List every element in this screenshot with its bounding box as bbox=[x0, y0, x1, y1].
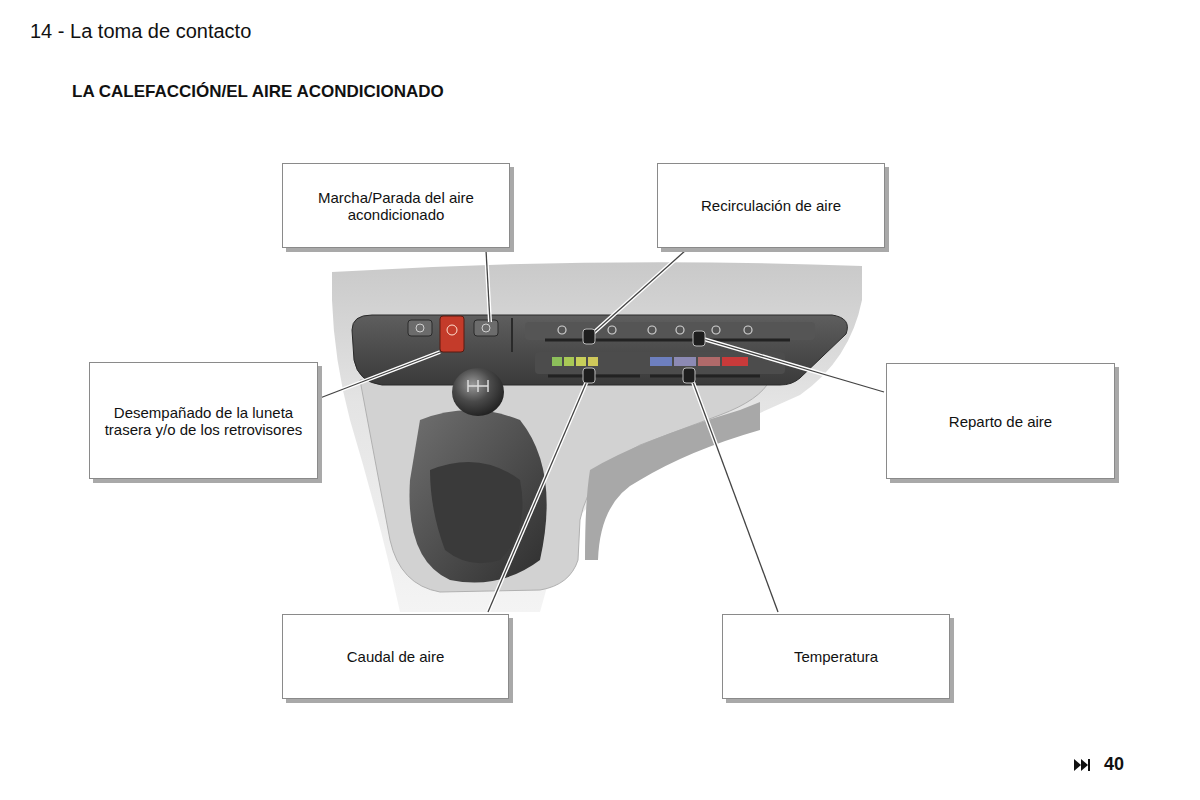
temp-scale bbox=[722, 357, 748, 366]
panel-divider bbox=[511, 318, 513, 352]
page-header: 14 - La toma de contacto bbox=[30, 20, 251, 43]
fan-scale bbox=[552, 357, 562, 366]
fan-scale bbox=[588, 357, 598, 366]
gear-boot bbox=[410, 410, 547, 583]
gear-boot-fold bbox=[430, 462, 523, 563]
callout-box: Caudal de aire bbox=[282, 614, 509, 699]
callout-box: Marcha/Parada del aire acondicionado bbox=[282, 163, 510, 248]
push-button-lit bbox=[440, 316, 464, 352]
button-icon bbox=[482, 324, 490, 332]
callout-box: Reparto de aire bbox=[886, 363, 1115, 479]
callout-box: Recirculación de aire bbox=[657, 163, 885, 248]
temp-scale bbox=[698, 357, 720, 366]
callout-text: Reparto de aire bbox=[949, 413, 1052, 430]
button-icon bbox=[416, 324, 424, 332]
slider-row bbox=[535, 352, 785, 374]
callout-text: Recirculación de aire bbox=[701, 197, 841, 214]
temp-scale bbox=[674, 357, 696, 366]
page-title: LA CALEFACCIÓN/EL AIRE ACONDICIONADO bbox=[72, 82, 444, 102]
next-page-icon bbox=[1074, 759, 1090, 771]
slider-knob bbox=[583, 329, 705, 383]
page-number: 40 bbox=[1104, 754, 1124, 775]
gear-knob bbox=[452, 368, 504, 416]
fan-scale bbox=[564, 357, 574, 366]
slider-row bbox=[525, 322, 815, 340]
callout-box: Temperatura bbox=[722, 614, 950, 699]
fan-scale bbox=[576, 357, 586, 366]
button-icon bbox=[447, 325, 457, 335]
gear-pattern bbox=[468, 380, 488, 392]
dashboard-ground bbox=[332, 262, 862, 612]
callout-box: Desempañado de la luneta trasera y/o de … bbox=[89, 362, 318, 479]
console-body bbox=[360, 380, 770, 592]
push-button bbox=[408, 320, 432, 336]
callout-text: Caudal de aire bbox=[347, 648, 445, 665]
callout-text: Marcha/Parada del aire acondicionado bbox=[293, 189, 499, 223]
push-button bbox=[474, 320, 498, 336]
leader-halo bbox=[320, 250, 884, 612]
leader-line bbox=[320, 250, 884, 612]
console-shadow bbox=[585, 402, 760, 560]
callout-text: Desempañado de la luneta trasera y/o de … bbox=[100, 404, 307, 438]
temp-scale bbox=[650, 357, 672, 366]
slider-track bbox=[650, 375, 760, 378]
callout-text: Temperatura bbox=[794, 648, 878, 665]
